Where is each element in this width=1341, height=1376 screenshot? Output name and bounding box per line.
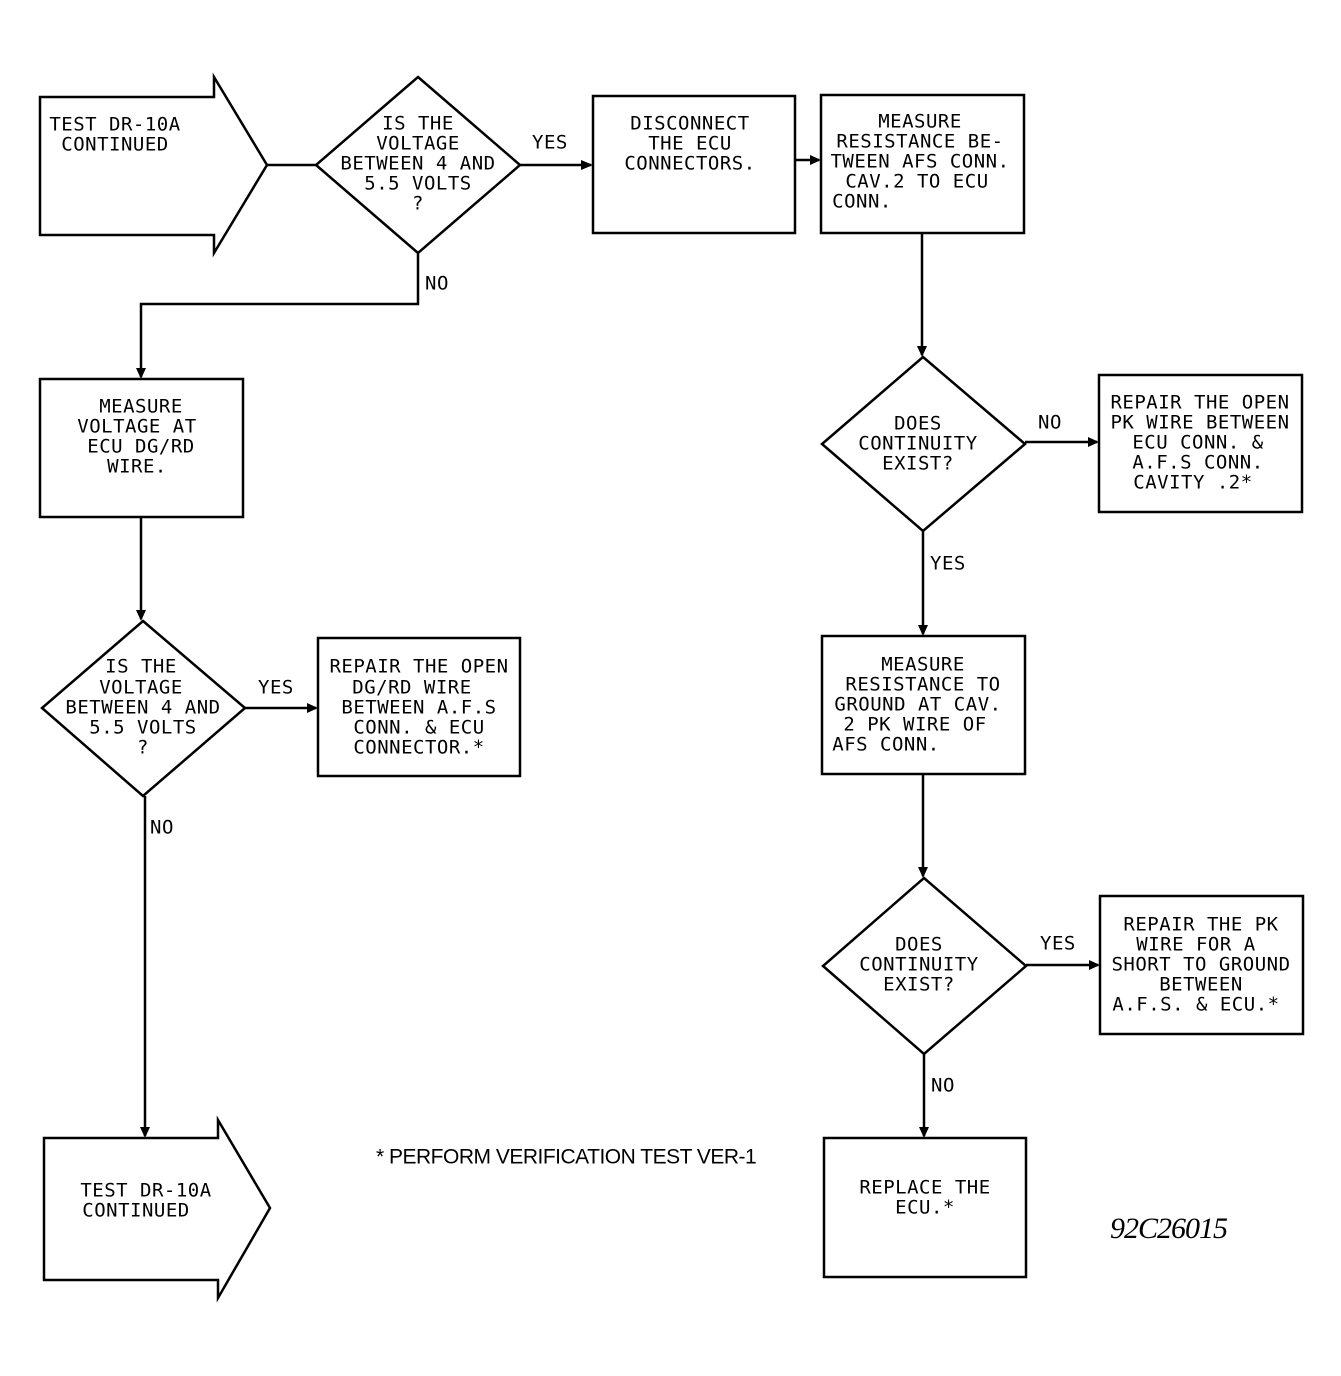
repair-pk-short-text: REPAIR THE PK WIRE FOR A SHORT TO GROUND… [1111,914,1290,1016]
repair-pk-open-line: ECU CONN. & [1132,432,1263,454]
decision-2-shape [40,619,247,798]
measure-ground-line: GROUND AT CAV. [834,694,1001,716]
repair-pk-short-line: A.F.S. & ECU.* [1112,994,1279,1016]
measure-ground-text: MEASURE RESISTANCE TO GROUND AT CAV. 2 P… [832,654,1001,756]
measure-voltage-text: MEASURE VOLTAGE AT ECU DG/RD WIRE. [77,396,196,478]
measure-resistance-between-text: MEASURE RESISTANCE BE- TWEEN AFS CONN. C… [830,111,1009,213]
repair-pk-short-line: BETWEEN [1159,974,1243,996]
measure-resistance-between-line: CAV.2 TO ECU [845,171,988,193]
measure-voltage-line: WIRE. [107,456,167,478]
repair-dgrd-line: DG/RD WIRE [352,677,471,699]
start-arrow-shape [38,72,269,258]
decision-2-yes-label: YES [258,677,294,699]
repair-pk-short-line: WIRE FOR A [1136,934,1255,956]
end-arrow-text: TEST DR-10A CONTINUED [80,1180,211,1222]
decision-2-line: BETWEEN 4 AND [65,697,220,719]
measure-resistance-between-line: RESISTANCE BE- [836,131,1003,153]
measure-resistance-between-line: MEASURE [878,111,962,133]
repair-pk-open-line: PK WIRE BETWEEN [1110,412,1289,434]
measure-resistance-between-line: CONN. [832,191,892,213]
continuity-2-text: DOES CONTINUITY EXIST? [859,934,978,996]
decision-1-line: BETWEEN 4 AND [340,153,495,175]
decision-1-yes-label: YES [532,132,568,154]
measure-resistance-between-line: TWEEN AFS CONN. [830,151,1009,173]
measure-voltage-line: VOLTAGE AT [77,416,196,438]
repair-pk-short-line: SHORT TO GROUND [1111,954,1290,976]
disconnect-ecu-line: DISCONNECT [630,113,749,135]
continuity-1-no-label: NO [1038,412,1062,434]
measure-ground-line: 2 PK WIRE OF [843,714,986,736]
measure-voltage-line: MEASURE [99,396,183,418]
repair-pk-open-line: A.F.S CONN. [1132,452,1263,474]
decision-1-line: ? [412,193,424,215]
repair-pk-open-box [1097,373,1304,514]
continuity-1-text: DOES CONTINUITY EXIST? [858,413,977,475]
decision-1-line: VOLTAGE [376,133,460,155]
repair-dgrd-line: REPAIR THE OPEN [329,656,508,678]
disconnect-ecu-line: CONNECTORS. [624,153,755,175]
continuity-1-yes-label: YES [930,553,966,575]
measure-ground-box [820,634,1027,776]
decision-2-line: 5.5 VOLTS [89,717,196,739]
verification-footnote: * PERFORM VERIFICATION TEST VER-1 [376,1146,756,1169]
measure-voltage-box [38,377,245,519]
decision-1-text: IS THE VOLTAGE BETWEEN 4 AND 5.5 VOLTS ? [340,113,495,215]
end-arrow-line: CONTINUED [82,1200,189,1222]
continuity-1-line: DOES [894,413,942,435]
repair-dgrd-line: BETWEEN A.F.S [341,697,496,719]
decision-2-text: IS THE VOLTAGE BETWEEN 4 AND 5.5 VOLTS ? [65,656,220,759]
measure-voltage-line: ECU DG/RD [87,436,194,458]
connectors [136,155,1100,1138]
repair-dgrd-line: CONNECTOR.* [353,737,484,759]
replace-ecu-line: REPLACE THE [859,1177,990,1199]
replace-ecu-line: ECU.* [895,1197,955,1219]
repair-pk-open-text: REPAIR THE OPEN PK WIRE BETWEEN ECU CONN… [1110,392,1289,494]
continuity-2-line: CONTINUITY [859,954,978,976]
end-arrow-shape [42,1115,272,1303]
decision-2-no-label: NO [150,817,174,839]
continuity-1-line: EXIST? [882,453,954,475]
repair-pk-short-line: REPAIR THE PK [1123,914,1278,936]
disconnect-ecu-box [591,94,797,235]
replace-ecu-box [822,1136,1028,1279]
measure-ground-line: AFS CONN. [832,734,939,756]
decision-2-line: IS THE [105,656,177,678]
repair-dgrd-text: REPAIR THE OPEN DG/RD WIRE BETWEEN A.F.S… [329,656,508,759]
repair-dgrd-box [316,636,522,778]
repair-dgrd-line: CONN. & ECU [353,717,484,739]
continuity-2-line: DOES [895,934,943,956]
disconnect-ecu-text: DISCONNECT THE ECU CONNECTORS. [624,113,755,175]
repair-pk-open-line: REPAIR THE OPEN [1110,392,1289,414]
repair-pk-open-line: CAVITY .2* [1133,472,1252,494]
disconnect-ecu-line: THE ECU [648,133,732,155]
measure-ground-line: MEASURE [881,654,965,676]
continuity-2-yes-label: YES [1040,933,1076,955]
decision-2-line: ? [137,737,149,759]
decision-1-no-label: NO [425,273,449,295]
figure-id: 92C26015 [1110,1212,1228,1245]
continuity-2-no-label: NO [931,1075,955,1097]
start-arrow-line: TEST DR-10A [49,114,180,136]
continuity-2-line: EXIST? [883,974,955,996]
replace-ecu-text: REPLACE THE ECU.* [859,1177,990,1219]
continuity-1-line: CONTINUITY [858,433,977,455]
start-arrow-text: TEST DR-10A CONTINUED [49,114,180,156]
decision-1-line: IS THE [382,113,454,135]
decision-1-line: 5.5 VOLTS [364,173,471,195]
decision-2-line: VOLTAGE [99,677,183,699]
start-arrow-line: CONTINUED [61,134,168,156]
end-arrow-line: TEST DR-10A [80,1180,211,1202]
measure-ground-line: RESISTANCE TO [845,674,1000,696]
